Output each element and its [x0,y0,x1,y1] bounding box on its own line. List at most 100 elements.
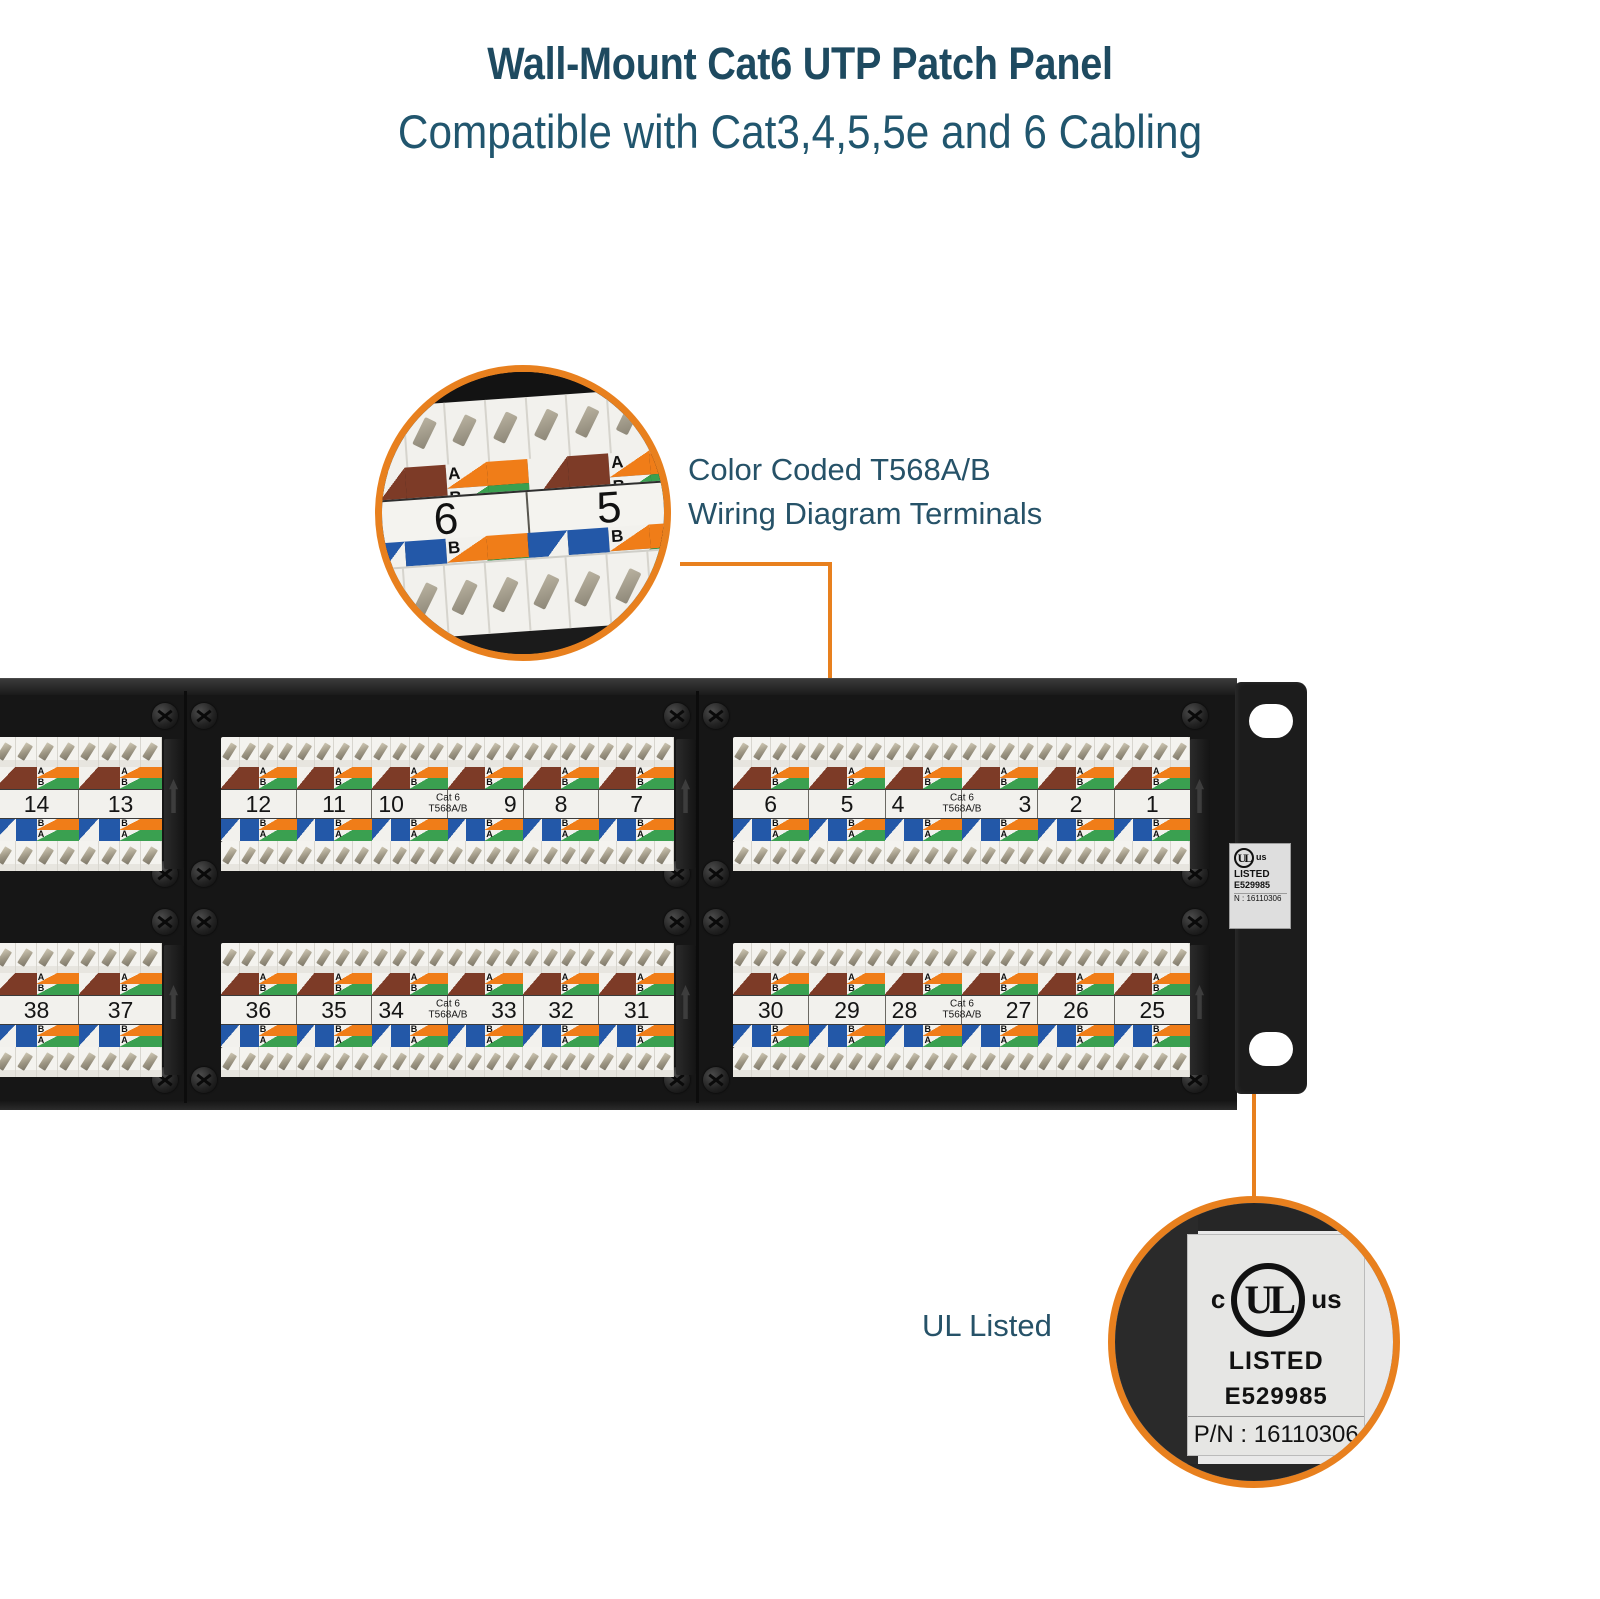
block-latch-tab[interactable] [1190,739,1210,869]
callout-label-wiring: Color Coded T568A/B Wiring Diagram Termi… [688,448,1042,536]
terminal-letter-b: B [561,819,569,828]
punchdown-terminals-bottom [0,1047,162,1077]
ul-logo-icon: UL [1231,1262,1306,1337]
terminal-letter-a: A [637,829,644,840]
screw-icon [191,1067,217,1093]
callout-circle-wiring-zoom: A B A [375,365,671,661]
port-label[interactable]: 28 [886,996,962,1024]
terminal-letter-b: B [121,983,128,994]
terminal-letter-a: A [772,829,779,840]
terminal-letter-a: A [772,767,779,776]
port-label[interactable]: 7 [630,790,644,817]
terminal-letter-b: B [1000,819,1008,828]
callout-wiring-line2: Wiring Diagram Terminals [688,496,1043,532]
port-label[interactable]: 11 [297,790,373,818]
terminal-letter-b: B [259,1025,267,1034]
terminal-letter-a: A [637,973,644,982]
terminal-letter-a: A [772,973,779,982]
ul-c-mark: c [1210,1284,1226,1315]
port-label-text: 27 [1005,996,1032,1023]
ul-part-number: P/N : 16110306 [1188,1415,1365,1455]
leader-line-wiring-vertical [828,562,832,777]
terminal-letter-a: A [561,767,569,776]
port-label[interactable]: 34 [372,996,449,1024]
port-label[interactable]: 6 [733,790,810,818]
terminal-letter-b: B [848,1025,855,1034]
terminal-letter-b: B [259,983,267,994]
terminal-letter-a: A [561,973,569,982]
terminal-letter-b: B [561,1025,569,1034]
block-latch-tab[interactable] [676,945,696,1075]
terminal-letter-a: A [37,767,45,776]
page-title: Wall-Mount Cat6 UTP Patch Panel [487,38,1113,89]
port-label[interactable]: 25 [1139,996,1166,1023]
terminal-letter-b: B [486,819,493,828]
terminal-letter-b: B [1000,983,1008,994]
port-label[interactable]: 32 [524,996,600,1024]
port-label[interactable]: 12 [221,790,297,818]
screw-icon [1182,703,1208,729]
zoom-letter-b: B [610,526,625,546]
terminal-letter-a: A [848,1035,855,1046]
terminal-letter-a: A [637,1035,644,1046]
screw-icon [703,1067,729,1093]
port-label-text: 33 [491,996,517,1023]
port-label[interactable]: 36 [221,996,297,1024]
jack-block-upper-left: A B [0,691,184,897]
terminal-letter-a: A [924,767,931,776]
port-label[interactable]: 8 [524,790,600,818]
port-label[interactable]: 4 [886,790,962,818]
block-latch-tab[interactable] [164,945,184,1075]
terminal-letter-a: A [1076,767,1084,776]
punchdown-terminals-top [221,737,674,767]
port-label[interactable]: 37 [107,996,134,1023]
terminal-letter-a: A [121,767,128,776]
port-label[interactable]: 38 [0,996,79,1024]
patch-panel-upper-row: A B [0,691,1237,897]
port-label[interactable]: 29 [809,996,886,1024]
port-label[interactable]: 10 [372,790,449,818]
terminal-letter-a: A [561,829,569,840]
ul-listed-text: LISTED [1228,1347,1324,1376]
terminal-letter-b: B [924,777,931,788]
port-label[interactable]: 31 [623,996,650,1023]
terminal-letter-b: B [121,777,128,788]
port-label[interactable]: 1 [1145,790,1159,817]
port-label[interactable]: 2 [1038,790,1115,818]
terminal-letter-a: A [924,1035,931,1046]
terminal-letter-a: A [848,829,855,840]
screw-icon [152,909,178,935]
terminal-letter-a: A [410,829,418,840]
port-label[interactable]: 5 [809,790,886,818]
patch-panel-chassis: A B [0,678,1237,1110]
terminal-letter-b: B [121,819,128,828]
terminal-letter-b: B [561,983,569,994]
terminal-letter-b: B [772,983,779,994]
ul-file-number: E529985 [1234,879,1271,890]
screw-icon [703,703,729,729]
port-label[interactable]: 13 [107,790,134,817]
screw-icon [664,703,690,729]
terminal-letter-a: A [486,1035,493,1046]
port-label[interactable]: 30 [733,996,810,1024]
block-latch-tab[interactable] [676,739,696,869]
terminal-letter-a: A [772,1035,779,1046]
terminal-letter-b: B [637,1025,644,1034]
port-label[interactable]: 14 [0,790,79,818]
screw-icon [191,861,217,887]
port-label[interactable]: 26 [1038,996,1115,1024]
terminal-letter-a: A [121,829,128,840]
terminal-letter-b: B [637,819,644,828]
block-latch-tab[interactable] [1190,945,1210,1075]
terminal-letter-b: B [772,819,779,828]
terminal-letter-a: A [37,1035,45,1046]
port-label[interactable]: 35 [297,996,373,1024]
block-latch-tab[interactable] [164,739,184,869]
